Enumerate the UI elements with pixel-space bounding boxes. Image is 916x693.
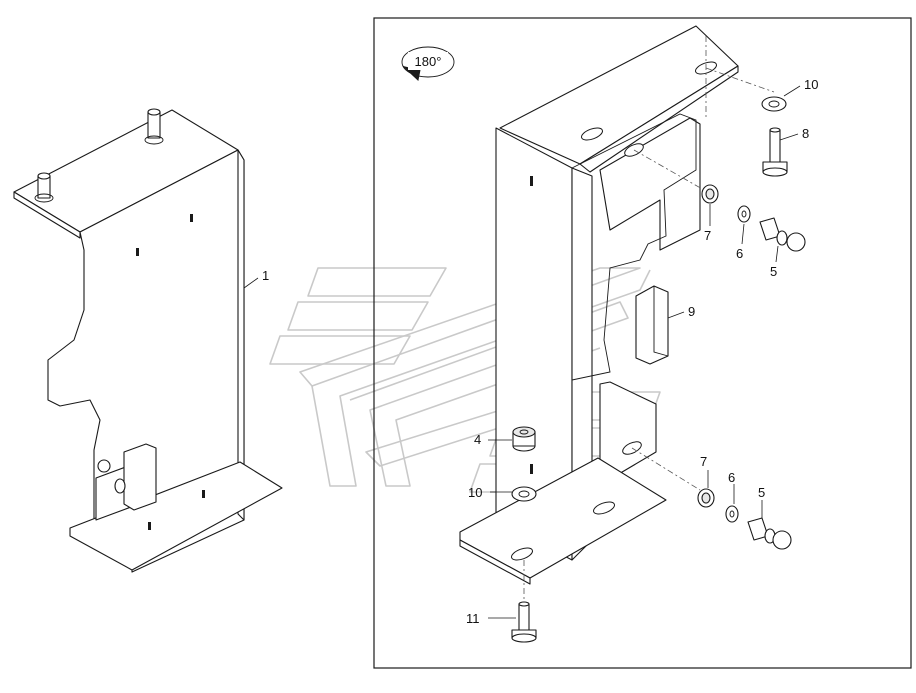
rotate-clockwise-icon [401,46,455,78]
left-bracket-assembly: 1 [13,108,283,573]
right-upper-bracket [599,117,701,251]
part-9-clip: 9 [635,285,695,365]
part-6-washer-lower: 6 [725,470,739,523]
callout-5-upper: 5 [770,264,777,279]
part-6-washer-upper: 6 [736,205,751,261]
left-stud-1 [34,172,54,203]
right-bottom-foot [459,457,667,579]
callout-4: 4 [474,432,481,447]
right-lower-u-bracket [599,381,657,479]
part-8-bolt: 8 [762,126,809,177]
callout-6-lower: 6 [728,470,735,485]
left-clip [123,443,157,511]
callout-1: 1 [262,268,269,283]
part-4-spacer: 4 [474,426,536,452]
part-5-ball-stud-upper: 5 [759,217,806,279]
callout-5-lower: 5 [758,485,765,500]
callout-8: 8 [802,126,809,141]
callout-7-upper: 7 [704,228,711,243]
left-ball-stud [97,459,111,473]
left-stud-2 [144,108,164,145]
callout-7-lower: 7 [700,454,707,469]
callout-10-top: 10 [804,77,818,92]
part-10-washer-top: 10 [761,77,818,112]
detail-frame [373,17,912,669]
rotation-badge: 180° [401,46,455,81]
part-7-nut-upper: 7 [701,184,719,243]
callout-11: 11 [466,611,480,626]
callout-6-upper: 6 [736,246,743,261]
callout-9: 9 [688,304,695,319]
part-7-nut-lower: 7 [697,454,715,508]
rotation-label: 180° [415,54,442,69]
callout-10-lower: 10 [468,485,482,500]
right-bracket-assembly: 9 4 10 11 [459,25,818,643]
left-bottom-foot [69,461,283,571]
part-5-ball-stud-lower: 5 [747,485,792,550]
part-10-washer-lower: 10 [468,485,537,502]
part-11-bolt: 11 [466,560,537,643]
